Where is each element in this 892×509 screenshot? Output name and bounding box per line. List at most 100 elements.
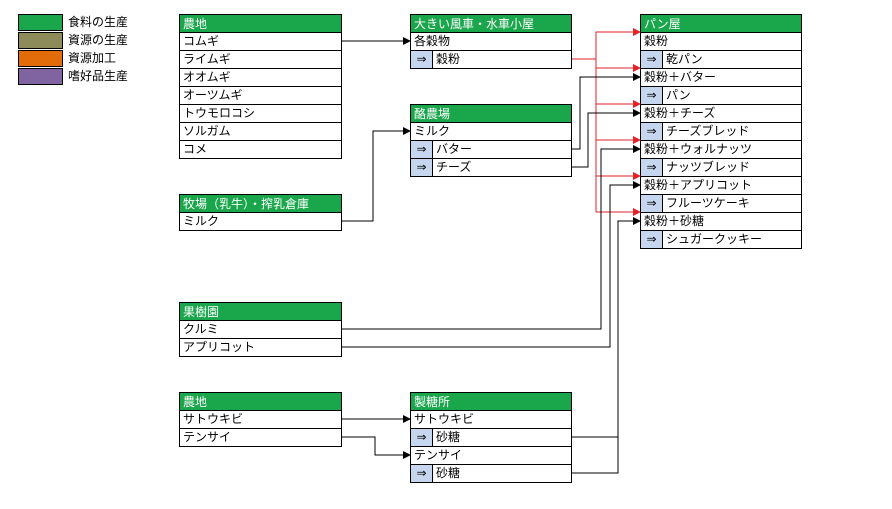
- output-row: ⇒穀粉: [411, 51, 571, 68]
- legend-label-resource: 資源の生産: [68, 33, 129, 47]
- row-label: アプリコット: [183, 340, 256, 354]
- node-title: 果樹園: [180, 303, 341, 321]
- row-label: クルミ: [183, 322, 219, 336]
- legend-label-luxury: 嗜好品生産: [68, 69, 129, 83]
- row-label: 穀粉＋バター: [644, 70, 717, 84]
- input-row: 各穀物: [411, 33, 571, 51]
- input-row: 穀粉: [641, 33, 801, 51]
- row-label: オーツムギ: [183, 88, 243, 102]
- output-arrow-icon: ⇒: [641, 51, 663, 68]
- row-label: ライムギ: [183, 52, 231, 66]
- row-label: ミルク: [414, 124, 451, 138]
- legend-label-food: 食料の生産: [68, 15, 129, 29]
- row-label: 穀粉＋アプリコット: [644, 178, 753, 192]
- input-row: クルミ: [180, 321, 341, 339]
- legend-swatch-luxury: [18, 68, 63, 85]
- connector-flour-to-bakery: [572, 28, 641, 216]
- node-windmill: 大きい風車・水車小屋各穀物 ⇒穀粉: [410, 14, 572, 69]
- node-bakery: パン屋穀粉⇒乾パン穀粉＋バター⇒パン穀粉＋チーズ⇒チーズブレッド穀粉＋ウォルナッ…: [640, 14, 802, 249]
- node-title: 製糖所: [411, 393, 571, 411]
- output-row: ⇒砂糖: [411, 465, 571, 482]
- input-row: サトウキビ: [180, 411, 341, 429]
- input-row: テンサイ: [411, 447, 571, 465]
- legend-swatch-processing: [18, 50, 63, 67]
- node-title: 大きい風車・水車小屋: [411, 15, 571, 33]
- node-orchard: 果樹園クルミアプリコット: [179, 302, 342, 357]
- input-row: 穀粉＋チーズ: [641, 105, 801, 123]
- input-row: 穀粉＋ウォルナッツ: [641, 141, 801, 159]
- input-row: コムギ: [180, 33, 341, 51]
- row-label: コメ: [183, 142, 208, 156]
- output-row: ⇒チーズ: [411, 159, 571, 176]
- output-row: ⇒ナッツブレッド: [641, 159, 801, 177]
- node-sugar-mill: 製糖所サトウキビ⇒砂糖テンサイ⇒砂糖: [410, 392, 572, 483]
- output-arrow-icon: ⇒: [411, 159, 433, 176]
- row-label: パン: [666, 88, 691, 102]
- output-arrow-icon: ⇒: [411, 51, 433, 68]
- row-label: テンサイ: [414, 448, 463, 462]
- connector-milk-to-dairy: [342, 127, 411, 222]
- output-row: ⇒フルーツケーキ: [641, 195, 801, 213]
- input-row: アプリコット: [180, 339, 341, 356]
- row-label: チーズブレッド: [666, 124, 750, 138]
- node-title: 酪農場: [411, 105, 571, 123]
- row-label: ミルク: [183, 214, 220, 228]
- input-row: ミルク: [411, 123, 571, 141]
- input-row: トウモロコシ: [180, 105, 341, 123]
- input-row: コメ: [180, 141, 341, 158]
- output-row: ⇒バター: [411, 141, 571, 159]
- node-dairy-ranch: 牧場（乳牛）・搾乳倉庫ミルク: [179, 194, 342, 231]
- row-label: 砂糖: [436, 430, 461, 444]
- output-row: ⇒シュガークッキー: [641, 231, 801, 248]
- row-label: 穀粉: [644, 34, 669, 48]
- input-row: 穀粉＋砂糖: [641, 213, 801, 231]
- row-label: トウモロコシ: [183, 106, 256, 120]
- connector-cheese-to-bakery: [572, 109, 641, 168]
- connector-sugar2-to-bakery: [572, 217, 641, 474]
- row-label: オオムギ: [183, 70, 231, 84]
- row-label: フルーツケーキ: [666, 196, 750, 210]
- output-row: ⇒乾パン: [641, 51, 801, 69]
- legend-swatch-food: [18, 14, 63, 31]
- output-arrow-icon: ⇒: [411, 465, 433, 482]
- legend-swatch-resource: [18, 32, 63, 49]
- connector-sugarbeet-to-mill: [342, 436, 411, 459]
- input-row: オーツムギ: [180, 87, 341, 105]
- output-arrow-icon: ⇒: [641, 195, 663, 212]
- row-label: バター: [436, 142, 473, 156]
- row-label: 乾パン: [666, 52, 703, 66]
- row-label: 穀粉＋ウォルナッツ: [644, 142, 753, 156]
- row-label: 穀粉: [436, 52, 461, 66]
- connector-butter-to-bakery: [572, 73, 641, 150]
- output-arrow-icon: ⇒: [641, 123, 663, 140]
- output-arrow-icon: ⇒: [641, 87, 663, 104]
- connector-apricot-to-bakery: [342, 181, 641, 348]
- row-label: 穀粉＋砂糖: [644, 214, 705, 228]
- input-row: 穀粉＋アプリコット: [641, 177, 801, 195]
- input-row: ミルク: [180, 213, 341, 230]
- output-arrow-icon: ⇒: [411, 141, 433, 158]
- node-title: 牧場（乳牛）・搾乳倉庫: [180, 195, 341, 213]
- node-title: 農地: [180, 393, 341, 411]
- node-farm-grains: 農地コムギライムギオオムギオーツムギトウモロコシソルガムコメ: [179, 14, 342, 159]
- row-label: 穀粉＋チーズ: [644, 106, 716, 120]
- output-arrow-icon: ⇒: [411, 429, 433, 446]
- input-row: テンサイ: [180, 429, 341, 446]
- row-label: 各穀物: [414, 34, 451, 48]
- connector-walnut-to-bakery: [342, 145, 641, 330]
- input-row: 穀粉＋バター: [641, 69, 801, 87]
- input-row: ソルガム: [180, 123, 341, 141]
- row-label: シュガークッキー: [666, 232, 763, 246]
- legend-label-processing: 資源加工: [68, 51, 117, 65]
- row-label: ソルガム: [183, 124, 231, 138]
- row-label: コムギ: [183, 34, 220, 48]
- input-row: オオムギ: [180, 69, 341, 87]
- row-label: ナッツブレッド: [666, 160, 751, 174]
- output-row: ⇒チーズブレッド: [641, 123, 801, 141]
- output-row: ⇒砂糖: [411, 429, 571, 447]
- node-title: パン屋: [641, 15, 801, 33]
- output-row: ⇒パン: [641, 87, 801, 105]
- output-arrow-icon: ⇒: [641, 231, 663, 248]
- row-label: サトウキビ: [183, 412, 244, 426]
